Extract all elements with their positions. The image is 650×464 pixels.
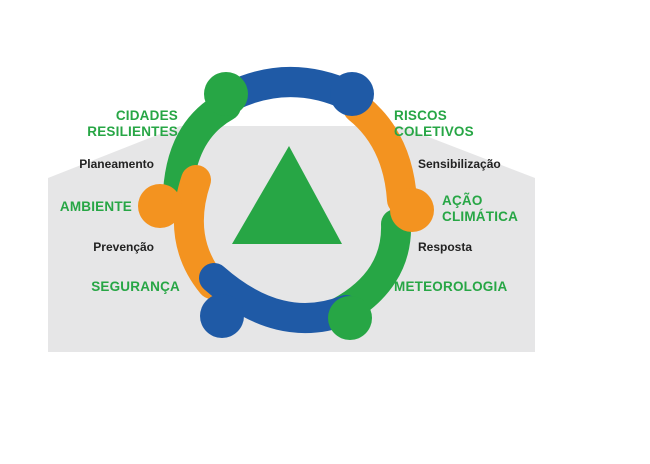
head-top-right-blue: [330, 72, 374, 116]
label-sensibilizacao: Sensibilização: [418, 157, 501, 171]
label-cidades-line1: CIDADES: [115, 108, 178, 123]
label-resposta: Resposta: [418, 240, 473, 254]
label-riscos-coletivos: RISCOS COLETIVOS: [394, 108, 474, 140]
triangle-icon: [232, 146, 342, 244]
label-acao-climatica: AÇÃO CLIMÁTICA: [442, 193, 518, 225]
label-prevencao: Prevenção: [93, 240, 154, 254]
head-top-left-green: [204, 72, 248, 116]
head-bottom-right-green: [328, 296, 372, 340]
label-riscos-line2: COLETIVOS: [394, 124, 474, 139]
label-cidades-resilientes: CIDADES RESILIENTES: [87, 108, 178, 140]
head-right-orange: [390, 188, 434, 232]
label-acao-line2: CLIMÁTICA: [442, 209, 519, 224]
label-seguranca: SEGURANÇA: [91, 279, 180, 294]
arm-topright-orange: [343, 93, 417, 215]
label-riscos-line1: RISCOS: [394, 108, 447, 123]
label-cidades-line2: RESILIENTES: [87, 124, 178, 139]
label-meteorologia: METEOROLOGIA: [394, 279, 508, 294]
label-ambiente: AMBIENTE: [59, 199, 132, 214]
head-bottom-left-blue: [200, 294, 244, 338]
head-left-orange: [138, 184, 182, 228]
label-acao-line1: AÇÃO: [442, 193, 483, 208]
label-planeamento: Planeamento: [79, 157, 154, 171]
